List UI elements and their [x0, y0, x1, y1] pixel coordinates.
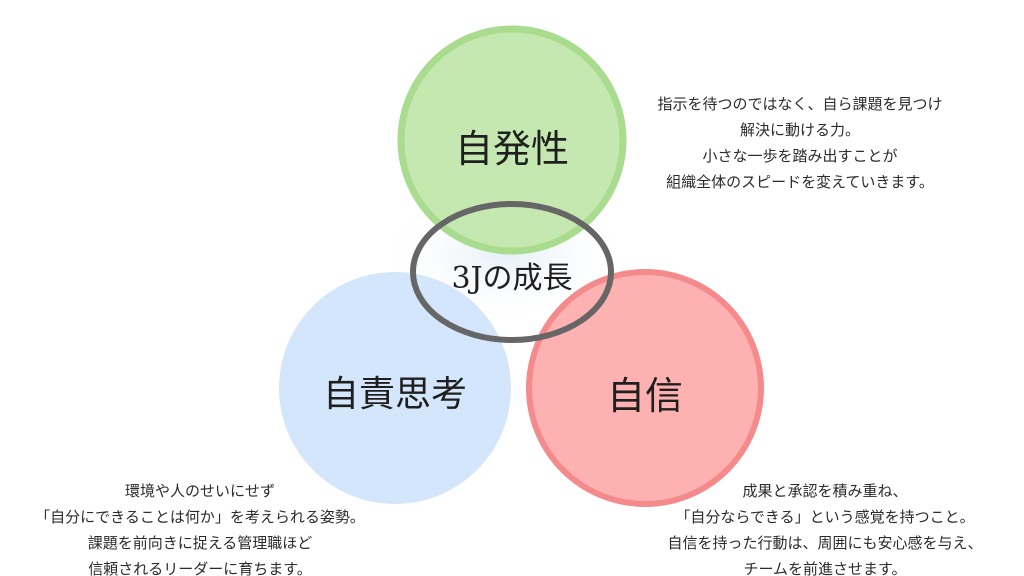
- description-line: 成果と承認を積み重ね、: [742, 482, 908, 500]
- description-line: 自信を持った行動は、周囲にも安心感を与え、: [667, 534, 983, 552]
- center-ring: [410, 201, 614, 343]
- node-label-self-initiative: 自発性: [454, 127, 569, 171]
- description-self-responsibility: 環境や人のせいにせず 「自分にできることは何か」を考えられる姿勢。 課題を前向き…: [0, 478, 400, 576]
- description-line: 「自分にできることは何か」を考えられる姿勢。: [35, 508, 365, 526]
- description-line: 環境や人のせいにせず: [124, 482, 275, 500]
- circle-self-initiative: [397, 25, 627, 255]
- description-self-confidence: 成果と承認を積み重ね、 「自分ならできる」という感覚を持つこと。 自信を持った行…: [625, 478, 1024, 576]
- description-line: 解決に動ける力。: [739, 121, 860, 139]
- description-line: 「自分ならできる」という感覚を持つこと。: [675, 508, 975, 526]
- description-line: 信頼されるリーダーに育ちます。: [88, 560, 312, 576]
- description-line: 指示を待つのではなく、自ら課題を見つけ: [657, 95, 943, 113]
- description-self-initiative: 指示を待つのではなく、自ら課題を見つけ 解決に動ける力。 小さな一歩を踏み出すこ…: [600, 91, 1000, 195]
- description-line: チームを前進させます。: [743, 560, 907, 576]
- description-line: 組織全体のスピードを変えていきます。: [666, 173, 934, 191]
- node-label-self-responsibility: 自責思考: [322, 374, 467, 415]
- node-label-self-confidence: 自信: [606, 374, 683, 418]
- description-line: 小さな一歩を踏み出すことが: [702, 147, 898, 165]
- circle-self-confidence: [526, 269, 764, 507]
- description-line: 課題を前向きに捉える管理職ほど: [87, 534, 313, 552]
- center-label: 3Jの成長: [451, 261, 573, 296]
